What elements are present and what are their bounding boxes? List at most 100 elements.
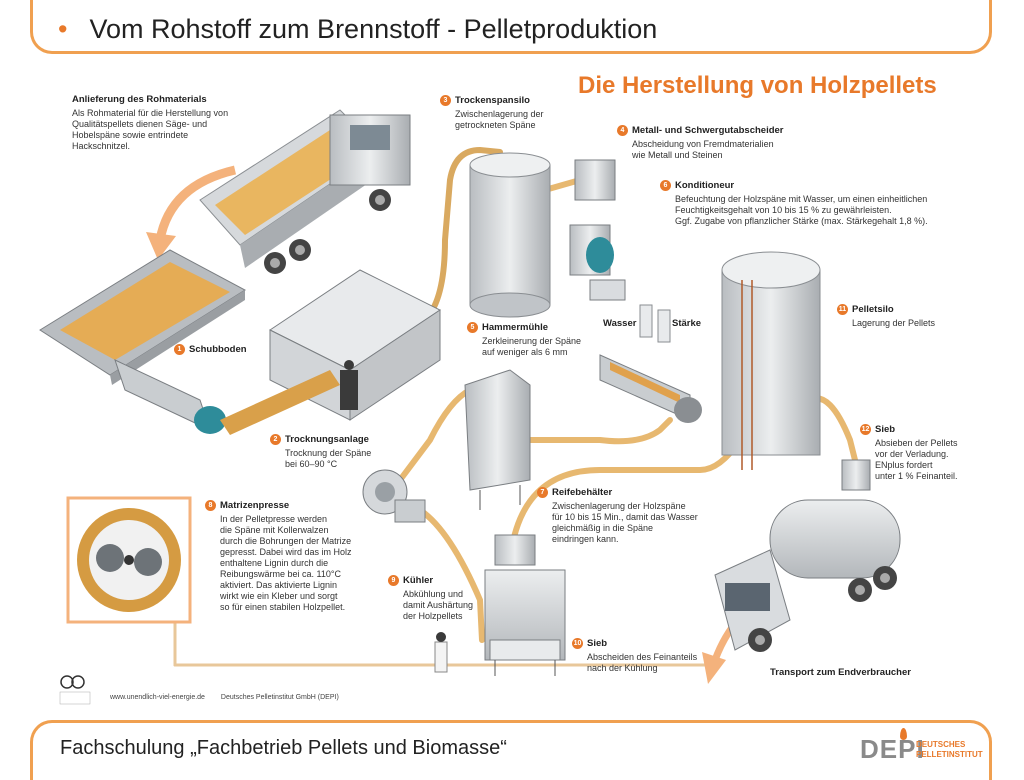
- label-wasser: Wasser: [603, 318, 637, 329]
- conditioner: [599, 304, 702, 423]
- footer-course-title: Fachschulung „Fachbetrieb Pellets und Bi…: [60, 737, 507, 759]
- delivery-truck: [199, 109, 411, 274]
- diagram-credits: www.unendlich-viel-energie.de Deutsches …: [110, 694, 353, 701]
- step-number-badge: 11: [837, 304, 848, 315]
- maturing-tank: [464, 369, 531, 510]
- step-desc-line: Abkühlung und: [403, 589, 464, 599]
- slide-title-text: Vom Rohstoff zum Brennstoff - Pelletprod…: [89, 14, 658, 44]
- label-transport: Transport zum Endverbraucher: [770, 667, 911, 678]
- step-desc-line: auf weniger als 6 mm: [482, 347, 568, 357]
- step-desc-line: vor der Verladung.: [875, 449, 949, 459]
- step-number-badge: 8: [205, 500, 216, 511]
- intro-line: Als Rohmaterial für die Herstellung von: [72, 108, 229, 118]
- intro-line: Hackschnitzel.: [72, 141, 131, 151]
- worker-figure: [340, 370, 358, 410]
- credits-url: www.unendlich-viel-energie.de: [110, 694, 205, 701]
- final-sieve: [841, 459, 871, 491]
- step-desc-line: unter 1 % Feinanteil.: [875, 471, 958, 481]
- pipe-cooler-to-silo: [507, 437, 743, 563]
- logo-main-text: DEPI: [860, 734, 925, 764]
- step-desc-line: getrockneten Späne: [455, 120, 536, 130]
- step-number-badge: 6: [660, 180, 671, 191]
- depi-logo: DEPI DEUTSCHES PELLETINSTITUT: [860, 728, 983, 764]
- step-number-badge: 7: [537, 487, 548, 498]
- cooler-sieve: [434, 534, 566, 676]
- tanker-truck: [714, 499, 901, 652]
- step-title: Pelletsilo: [852, 304, 894, 315]
- step-desc-line: eindringen kann.: [552, 534, 619, 544]
- step-desc-line: wie Metall und Steinen: [632, 150, 723, 160]
- step-desc-line: Lagerung der Pellets: [852, 318, 936, 328]
- step-11-pelletsilo: 11 Pelletsilo Lagerung der Pellets: [837, 304, 935, 329]
- step-desc-line: ENplus fordert: [875, 460, 933, 470]
- step-desc-line: für 10 bis 15 Min., damit das Wasser: [552, 512, 698, 522]
- step-number-badge: 4: [617, 125, 628, 136]
- diagram-heading: Die Herstellung von Holzpellets: [578, 72, 937, 99]
- step-title: Reifebehälter: [552, 487, 613, 498]
- step-desc-line: Absieben der Pellets: [875, 438, 958, 448]
- step-desc-line: nach der Kühlung: [587, 663, 658, 673]
- footer-frame: [30, 720, 992, 780]
- logo-sub-text: DEUTSCHES: [916, 740, 966, 749]
- pipe-tank-to-press: [397, 387, 473, 483]
- step-desc-line: Zwischenlagerung der Holzspäne: [552, 501, 686, 511]
- step-title: Trocknungsanlage: [285, 434, 369, 445]
- step-desc-line: Ggf. Zugabe von pflanzlicher Stärke (max…: [675, 216, 928, 226]
- pipe-silo-to-separator: [542, 177, 583, 193]
- step-number-badge: 5: [467, 322, 478, 333]
- pipe-dryer-to-silo: [422, 146, 503, 323]
- transport-arrow-head-icon: [702, 652, 726, 684]
- step-number-badge: 12: [860, 424, 871, 435]
- pipe-conditioner-to-tank: [527, 417, 673, 445]
- step-title: Hammermühle: [482, 322, 548, 333]
- step-desc-line: Abscheidung von Fremdmaterialien: [632, 139, 774, 149]
- step-desc-line: enthaltene Lignin durch die: [220, 558, 329, 568]
- step-3-trockenspansilo: 3 Trockenspansilo Zwischenlagerung der ge…: [440, 95, 544, 131]
- step-8-matrizenpresse: 8 Matrizenpresse In der Pelletpresse werd…: [205, 500, 352, 613]
- intro-line: Qualitätspellets dienen Säge- und: [72, 119, 208, 129]
- step-title: Matrizenpresse: [220, 500, 290, 511]
- step-title: Metall- und Schwergutabscheider: [632, 125, 784, 136]
- flow-arrow-icon: [155, 165, 237, 241]
- step-desc-line: In der Pelletpresse werden: [220, 514, 328, 524]
- step-title: Trockenspansilo: [455, 95, 530, 106]
- step-desc-line: Trocknung der Späne: [285, 448, 372, 458]
- step-desc-line: gleichmäßig in die Späne: [552, 523, 654, 533]
- label-staerke: Stärke: [672, 318, 702, 329]
- step-number-badge: 3: [440, 95, 451, 106]
- bullet-icon: •: [58, 14, 68, 44]
- separator-hammer-mill: [569, 159, 626, 301]
- step-title: Schubboden: [189, 344, 247, 355]
- step-desc-line: so für einen stabilen Holzpellet.: [220, 602, 346, 612]
- step-desc-line: wirkt wie ein Kleber und sorgt: [220, 591, 338, 601]
- step-title: Kühler: [403, 575, 434, 586]
- chip-silo: [469, 152, 551, 318]
- step-desc-line: damit Aushärtung: [403, 600, 474, 610]
- drying-plant: [220, 269, 441, 435]
- pellet-press: [362, 469, 426, 523]
- step-desc-line: der Holzpellets: [403, 611, 463, 621]
- flame-icon: [900, 728, 907, 740]
- intro-line: Hobelspäne sowie entrindete: [72, 130, 189, 140]
- step-desc-line: Zwischenlagerung der: [455, 109, 544, 119]
- step-desc-line: die Späne mit Kollerwalzen: [220, 525, 329, 535]
- slide-title: • Vom Rohstoff zum Brennstoff - Pelletpro…: [58, 14, 657, 45]
- logo-sub-text: PELLETINSTITUT: [916, 750, 983, 759]
- agency-logo: [59, 675, 91, 705]
- die-press-detail: [66, 496, 192, 624]
- step-desc-line: Zerkleinerung der Späne: [482, 336, 582, 346]
- step-title: Sieb: [587, 638, 608, 649]
- arrow-head-icon: [146, 232, 176, 260]
- intro-title: Anlieferung des Rohmaterials: [72, 94, 207, 105]
- step-desc-line: gepresst. Dabei wird das im Holz: [220, 547, 352, 557]
- header-frame: [30, 0, 992, 54]
- credits-institute: Deutsches Pelletinstitut GmbH (DEPI): [220, 694, 339, 701]
- step-7-reifebehaelter: 7 Reifebehälter Zwischenlagerung der Holz…: [537, 487, 698, 545]
- pipe-press-to-cooler: [417, 507, 485, 643]
